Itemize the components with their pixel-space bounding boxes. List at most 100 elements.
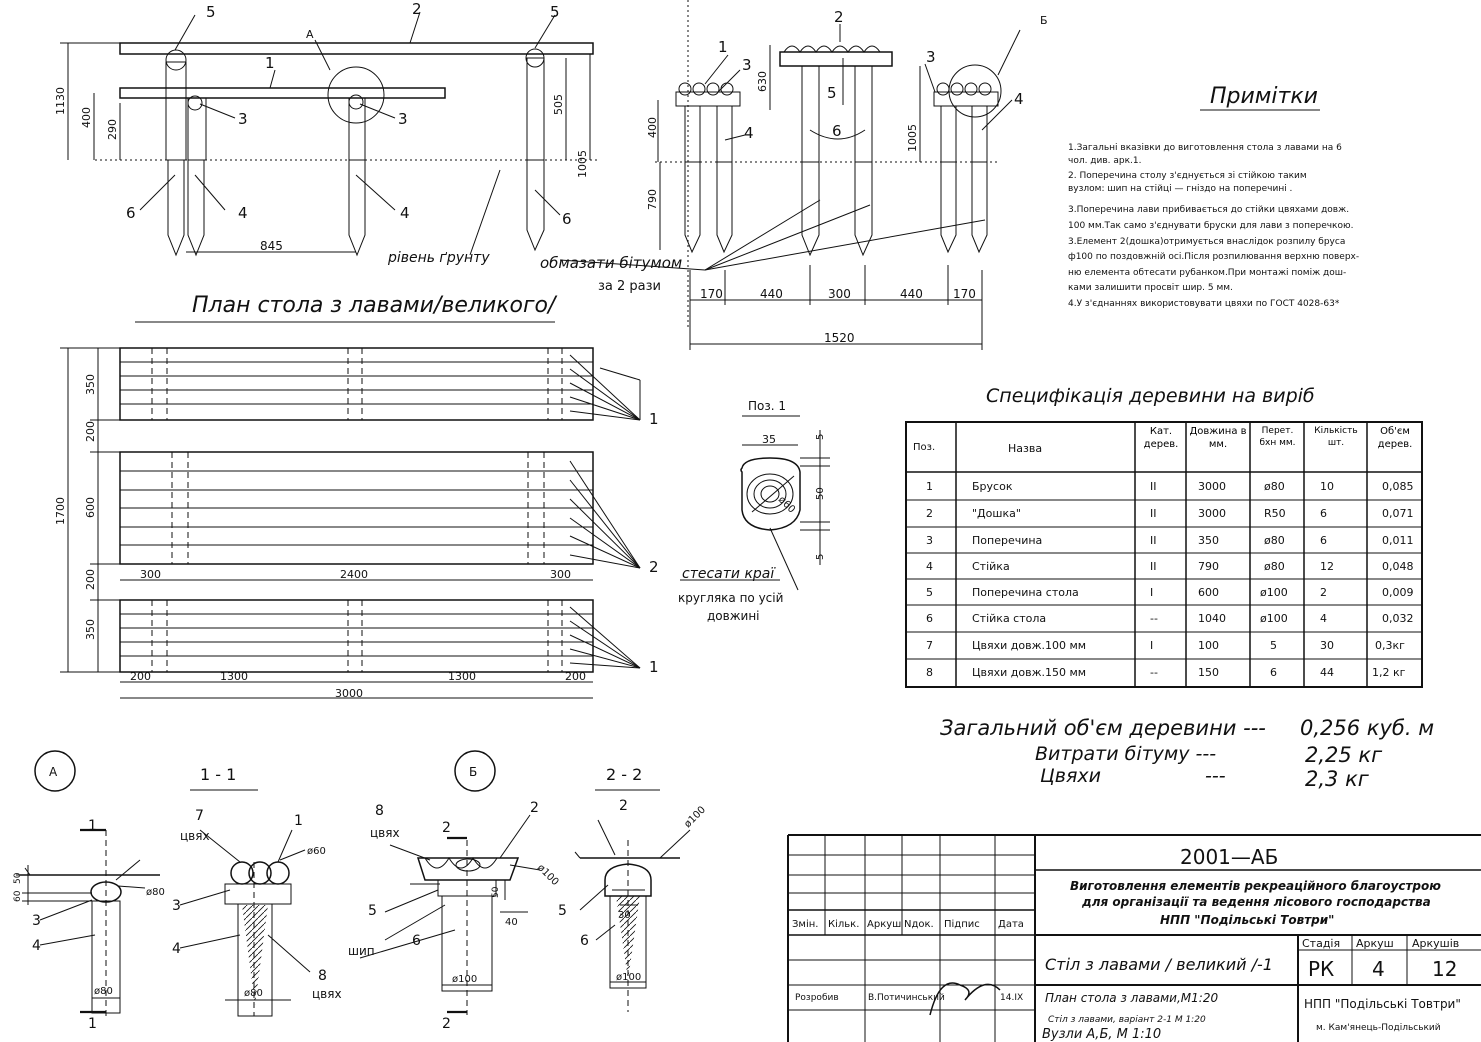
dim-1005b: 1005	[906, 124, 919, 152]
spec-title: Специфікація деревини на виріб	[986, 385, 1315, 407]
table-row: 8 Цвяхи довж.150 мм -- 150 6 44 1,2 кг	[926, 666, 1406, 679]
cell: 100	[1198, 639, 1219, 652]
cell: Цвяхи довж.100 мм	[972, 639, 1086, 652]
cell: 2	[1320, 586, 1327, 599]
sec22-label-2: 2	[619, 798, 628, 814]
section-2-2	[574, 819, 691, 1012]
cell: ø80	[1264, 560, 1285, 573]
dim-170b: 170	[953, 287, 976, 301]
spec-head-pos: Поз.	[913, 442, 935, 453]
cell: 0,071	[1382, 507, 1414, 520]
cell: 0,048	[1382, 560, 1414, 573]
dim-350a: 350	[84, 374, 97, 395]
cell: 6	[926, 612, 933, 625]
nails-usage-label: Цвяхи	[1040, 765, 1101, 787]
cell: II	[1150, 507, 1157, 520]
dim-200a: 200	[84, 421, 97, 442]
spec-head-cat-wrap: Кат. дерев.	[1144, 426, 1179, 450]
label-3a: 3	[238, 110, 248, 128]
cell: 1040	[1198, 612, 1226, 625]
spec-head-vol-wrap: Об'єм дерев.	[1377, 426, 1413, 450]
node-a-sec-1b: 1	[88, 1016, 97, 1032]
developed-name: В.Потичинський	[868, 993, 945, 1003]
project-desc-3: НПП "Подільські Товтри"	[1160, 913, 1334, 927]
signature-mark	[929, 982, 1001, 1016]
node-b-mark: Б	[469, 765, 477, 779]
dim-290: 290	[106, 119, 119, 140]
node-a-dim-p80b: ø80	[94, 986, 113, 997]
node-a-label-3: 3	[32, 913, 41, 929]
spec-head-len-wrap: Довжина в мм.	[1189, 426, 1247, 450]
cell: ø80	[1264, 534, 1285, 547]
dim-1300a: 1300	[220, 670, 248, 683]
dim-300-plan-a: 300	[140, 568, 161, 581]
cell: I	[1150, 639, 1153, 652]
col-qty: Кільк.	[828, 918, 859, 930]
cell: Стійка стола	[972, 612, 1046, 625]
cell: 0,3кг	[1375, 639, 1405, 652]
sheets-header: Аркушів	[1412, 937, 1459, 950]
cell: ø80	[1264, 480, 1285, 493]
pos1-dim-5a: 5	[815, 434, 826, 440]
cell: Поперечина стола	[972, 586, 1079, 599]
callout-a-mark: А	[306, 28, 314, 41]
dim-200d: 200	[565, 670, 586, 683]
cell: 7	[926, 639, 933, 652]
dim-200b: 200	[84, 569, 97, 590]
spec-body: 1 Брусок II 3000 ø80 10 0,085 2 "Дошка" …	[926, 480, 1414, 679]
cell: 5	[926, 586, 933, 599]
ground-level-label: рівень ґрунту	[387, 250, 490, 266]
label-3-front-b: 3	[926, 48, 936, 66]
developed-label: Розробив	[795, 993, 839, 1003]
nodeb-sec-2b: 2	[442, 1016, 451, 1032]
col-signature: Підпис	[944, 918, 980, 930]
hew-note-1: стесати краї	[682, 566, 776, 582]
label-5-front: 5	[827, 84, 837, 102]
label-4-front-a: 4	[744, 124, 754, 142]
section-1-1	[179, 829, 311, 1017]
spec-head-vol: Об'єм дерев.	[1377, 426, 1413, 450]
dim-3000: 3000	[335, 687, 363, 700]
sheets-value: 12	[1432, 957, 1457, 981]
nodeb-label-8: 8	[375, 803, 384, 819]
note-line: ню елемента обтесати рубанком.При монтаж…	[1068, 268, 1346, 278]
drawing-list-2: Стіл з лавами, варіант 2-1 М 1:20	[1048, 1015, 1206, 1025]
stage-value: РК	[1308, 957, 1334, 981]
node-a-mark: А	[49, 765, 58, 779]
total-volume-value: 0,256 куб. м	[1300, 716, 1434, 740]
dim-2400: 2400	[340, 568, 368, 581]
dim-1130: 1130	[54, 87, 67, 115]
label-3-front-a: 3	[742, 56, 752, 74]
table-row: 3 Поперечина II 350 ø80 6 0,011	[926, 534, 1414, 547]
spec-head-name: Назва	[1008, 442, 1042, 455]
table-row: 5 Поперечина стола I 600 ø100 2 0,009	[926, 586, 1414, 599]
drawing-list-3: Вузли А,Б, М 1:10	[1042, 1027, 1161, 1042]
label-3b: 3	[398, 110, 408, 128]
dim-600: 600	[84, 497, 97, 518]
dim-200c: 200	[130, 670, 151, 683]
label-2-front: 2	[834, 8, 844, 26]
cell: 0,032	[1382, 612, 1414, 625]
note-line: 3.Елемент 2(дошка)отримується внаслідок …	[1068, 237, 1345, 247]
node-a-label-4: 4	[32, 938, 41, 954]
nodeb-dim-p100: ø100	[535, 862, 561, 888]
pos1-title: Поз. 1	[748, 399, 786, 413]
cell: 3	[926, 534, 933, 547]
node-a-dim-60: 60	[13, 890, 23, 902]
plan-view	[60, 347, 641, 699]
nodeb-label-5: 5	[368, 903, 377, 919]
label-6b: 6	[562, 210, 572, 228]
nails-usage-dash: ---	[1205, 765, 1226, 787]
spec-head-len: Довжина в мм.	[1189, 426, 1247, 450]
table-row: 2 "Дошка" II 3000 R50 6 0,071	[926, 507, 1414, 520]
sec11-label-3: 3	[172, 898, 181, 914]
nodeb-dim-p100b: ø100	[452, 974, 477, 985]
notes-title: Примітки	[1210, 84, 1318, 109]
notes-list: 1.Загальні вказівки до виготовлення стол…	[1068, 143, 1359, 309]
cell: 2	[926, 507, 933, 520]
label-4b: 4	[400, 204, 410, 222]
node-a-dim-50: 50	[13, 872, 23, 884]
label-1-front: 1	[718, 38, 728, 56]
sec11-label-4: 4	[172, 941, 181, 957]
